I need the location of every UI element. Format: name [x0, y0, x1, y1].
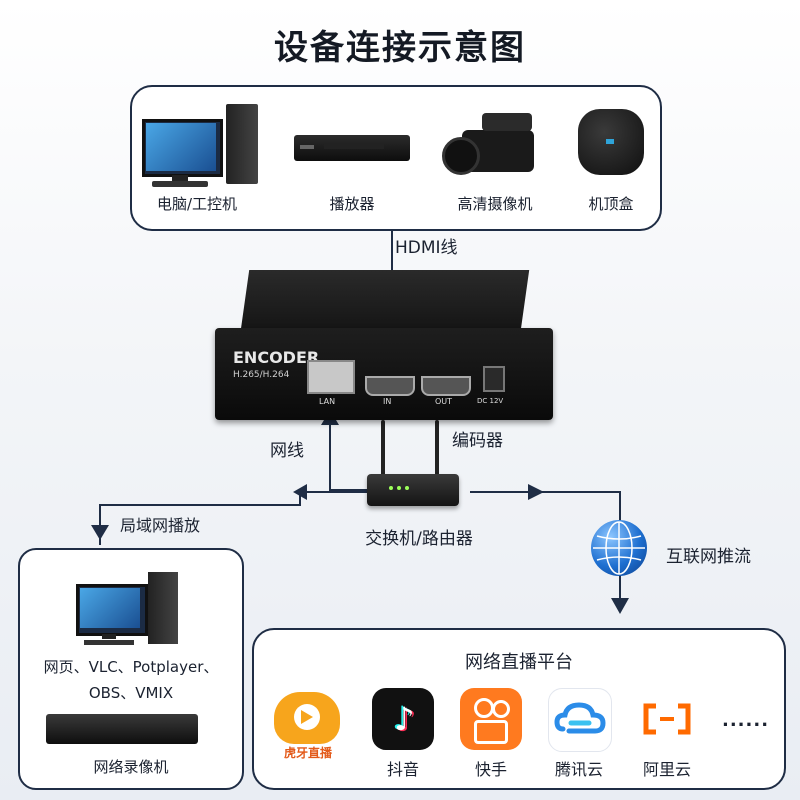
port-in-label: IN: [383, 397, 392, 406]
douyin-icon: ♪: [372, 688, 434, 750]
rj45-port: [307, 360, 355, 394]
media-player-icon: [294, 135, 410, 161]
platform-label-tencent: 腾讯云: [554, 760, 603, 779]
platform-label-aliyun: 阿里云: [642, 760, 691, 779]
huya-icon: 虎牙直播: [268, 686, 348, 760]
platform-label-huya: 虎牙直播: [283, 746, 332, 760]
lan-play-arrow: [293, 484, 307, 500]
encoder-brand: ENCODER: [233, 348, 320, 367]
encoder-caption: 编码器: [452, 431, 503, 451]
source-devices-box: 电脑/工控机 播放器 高清摄像机 机顶盒: [130, 85, 662, 231]
hdmi-out-port: [421, 376, 471, 396]
lan-players-label: 网页、VLC、Potplayer、: [43, 658, 219, 676]
platforms-more: ......: [722, 710, 770, 731]
platforms-box: 网络直播平台 虎牙直播 ♪ 抖音 快手 腾讯云 阿里云 ......: [252, 628, 786, 790]
port-dc-label: DC 12V: [477, 397, 504, 405]
video-camera-icon: [442, 105, 547, 185]
lan-players-label-2: OBS、VMIX: [88, 684, 174, 702]
internet-push-label: 互联网推流: [666, 547, 751, 567]
aliyun-icon: [636, 688, 698, 750]
hdmi-in-port: [365, 376, 415, 396]
nvr-icon: [46, 714, 198, 744]
platform-label-douyin: 抖音: [386, 760, 419, 779]
tencent-cloud-icon: [548, 688, 612, 752]
dc-power-port: [483, 366, 505, 392]
lan-box-arrow: [91, 525, 109, 540]
nvr-label: 网络录像机: [93, 758, 169, 776]
platform-arrow: [611, 598, 629, 614]
platforms-title: 网络直播平台: [465, 652, 573, 673]
lan-play-label: 局域网播放: [120, 516, 201, 535]
desktop-computer-icon: [76, 570, 186, 646]
lan-play-line: [99, 491, 370, 545]
kuaishou-icon: [460, 688, 522, 750]
internet-arrow-right: [528, 484, 544, 500]
encoder-device: ENCODER H.265/H.264 LAN IN OUT DC 12V: [215, 270, 553, 420]
router-icon: [367, 474, 459, 506]
source-label-pc: 电脑/工控机: [156, 195, 238, 213]
source-label-player: 播放器: [329, 195, 375, 213]
hdmi-cable-label: HDMI线: [395, 238, 458, 258]
set-top-box-icon: [578, 109, 644, 175]
platform-label-kuaishou: 快手: [474, 760, 507, 779]
page-title: 设备连接示意图: [274, 28, 526, 68]
port-lan-label: LAN: [319, 397, 336, 406]
source-label-stb: 机顶盒: [588, 195, 634, 213]
lan-playback-box: 网页、VLC、Potplayer、 OBS、VMIX 网络录像机: [18, 548, 244, 790]
router-label: 交换机/路由器: [365, 529, 473, 549]
source-label-camera: 高清摄像机: [457, 195, 533, 213]
port-out-label: OUT: [435, 397, 453, 406]
desktop-computer-icon: [142, 99, 262, 189]
globe-icon: [591, 520, 647, 576]
encoder-codec: H.265/H.264: [233, 370, 290, 380]
network-cable-label: 网线: [270, 441, 304, 461]
